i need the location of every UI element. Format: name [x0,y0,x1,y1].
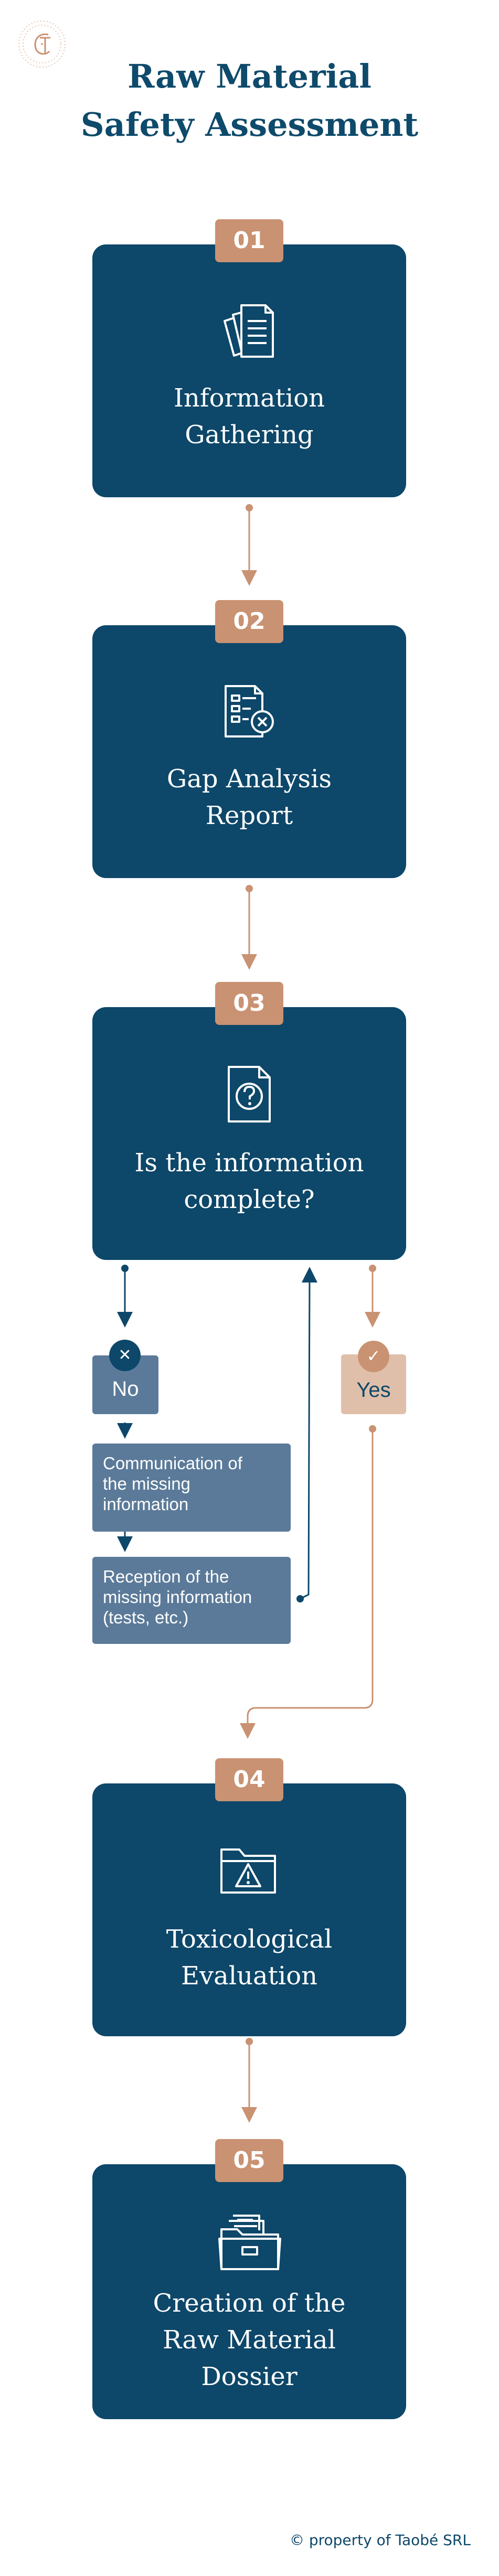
connector-1-2 [241,504,257,586]
copyright-footer: © property of Taobé SRL [289,2531,471,2549]
connector-4-5 [241,2038,257,2123]
communication-box: Communication of the missing information [92,1444,291,1532]
step-4-number: 04 [215,1758,283,1801]
question-document-icon [228,1066,271,1123]
file-cabinet-icon [218,2215,281,2270]
monogram-logo-icon [18,20,66,68]
step-card-4: Toxicological Evaluation [92,1783,406,2036]
close-icon: ✕ [109,1340,141,1371]
step-1-number: 01 [215,219,283,262]
documents-icon [224,304,274,358]
page-title: Raw Material Safety Assessment [80,57,419,144]
step-card-1: Information Gathering [92,244,406,497]
yes-branch-arrow [365,1265,380,1328]
report-with-x-icon [225,685,274,737]
reception-return-arrow [296,1267,317,1602]
step-2-label: Gap Analysis Report [166,764,332,830]
yes-badge: Yes [341,1354,406,1414]
step-card-3: Is the information complete? [92,1007,406,1260]
step-2-number: 02 [215,600,283,643]
connector-2-3 [241,885,257,970]
reception-box: Reception of the missing information (te… [92,1557,291,1644]
step-3-number: 03 [215,982,283,1025]
step-5-number: 05 [215,2139,283,2182]
check-icon: ✓ [358,1341,389,1372]
step-card-2: Gap Analysis Report [92,625,406,878]
step-3-label: Is the information complete? [134,1148,364,1214]
no-branch-arrow [117,1265,133,1328]
yes-to-step-4-connector [240,1425,376,1739]
step-4-label: Toxicological Evaluation [166,1925,333,1991]
step-5-label: Creation of the Raw Material Dossier [153,2289,346,2391]
folder-warning-icon [220,1848,276,1894]
step-card-5: Creation of the Raw Material Dossier [92,2164,406,2419]
step-1-label: Information Gathering [173,383,325,450]
